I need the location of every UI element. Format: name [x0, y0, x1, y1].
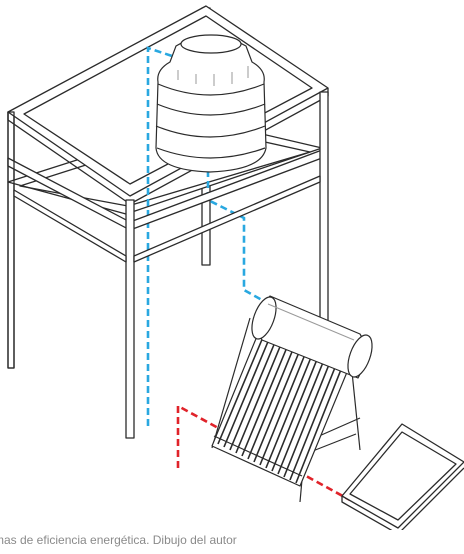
- tank-body: [155, 35, 267, 173]
- figure-caption: mas de eficiencia energética. Dibujo del…: [0, 532, 464, 552]
- water-tank: [155, 34, 267, 173]
- installation-diagram: [7, 5, 464, 530]
- tank-lid: [180, 34, 242, 54]
- solar-water-heater: [211, 295, 373, 503]
- solar-panel: [341, 423, 464, 530]
- stand-front-left-leg: [125, 199, 135, 439]
- evacuated-tubes: [217, 329, 345, 484]
- cold-water-pipe: [146, 46, 263, 426]
- stand-front-right-leg: [319, 91, 329, 336]
- figure-caption-text: mas de eficiencia energética. Dibujo del…: [0, 533, 237, 547]
- stand-top-frame-inner: [23, 15, 313, 185]
- heater-tank-cap: [251, 296, 277, 340]
- stand-back-left-leg: [7, 111, 15, 369]
- tank-stand-front: [7, 91, 329, 439]
